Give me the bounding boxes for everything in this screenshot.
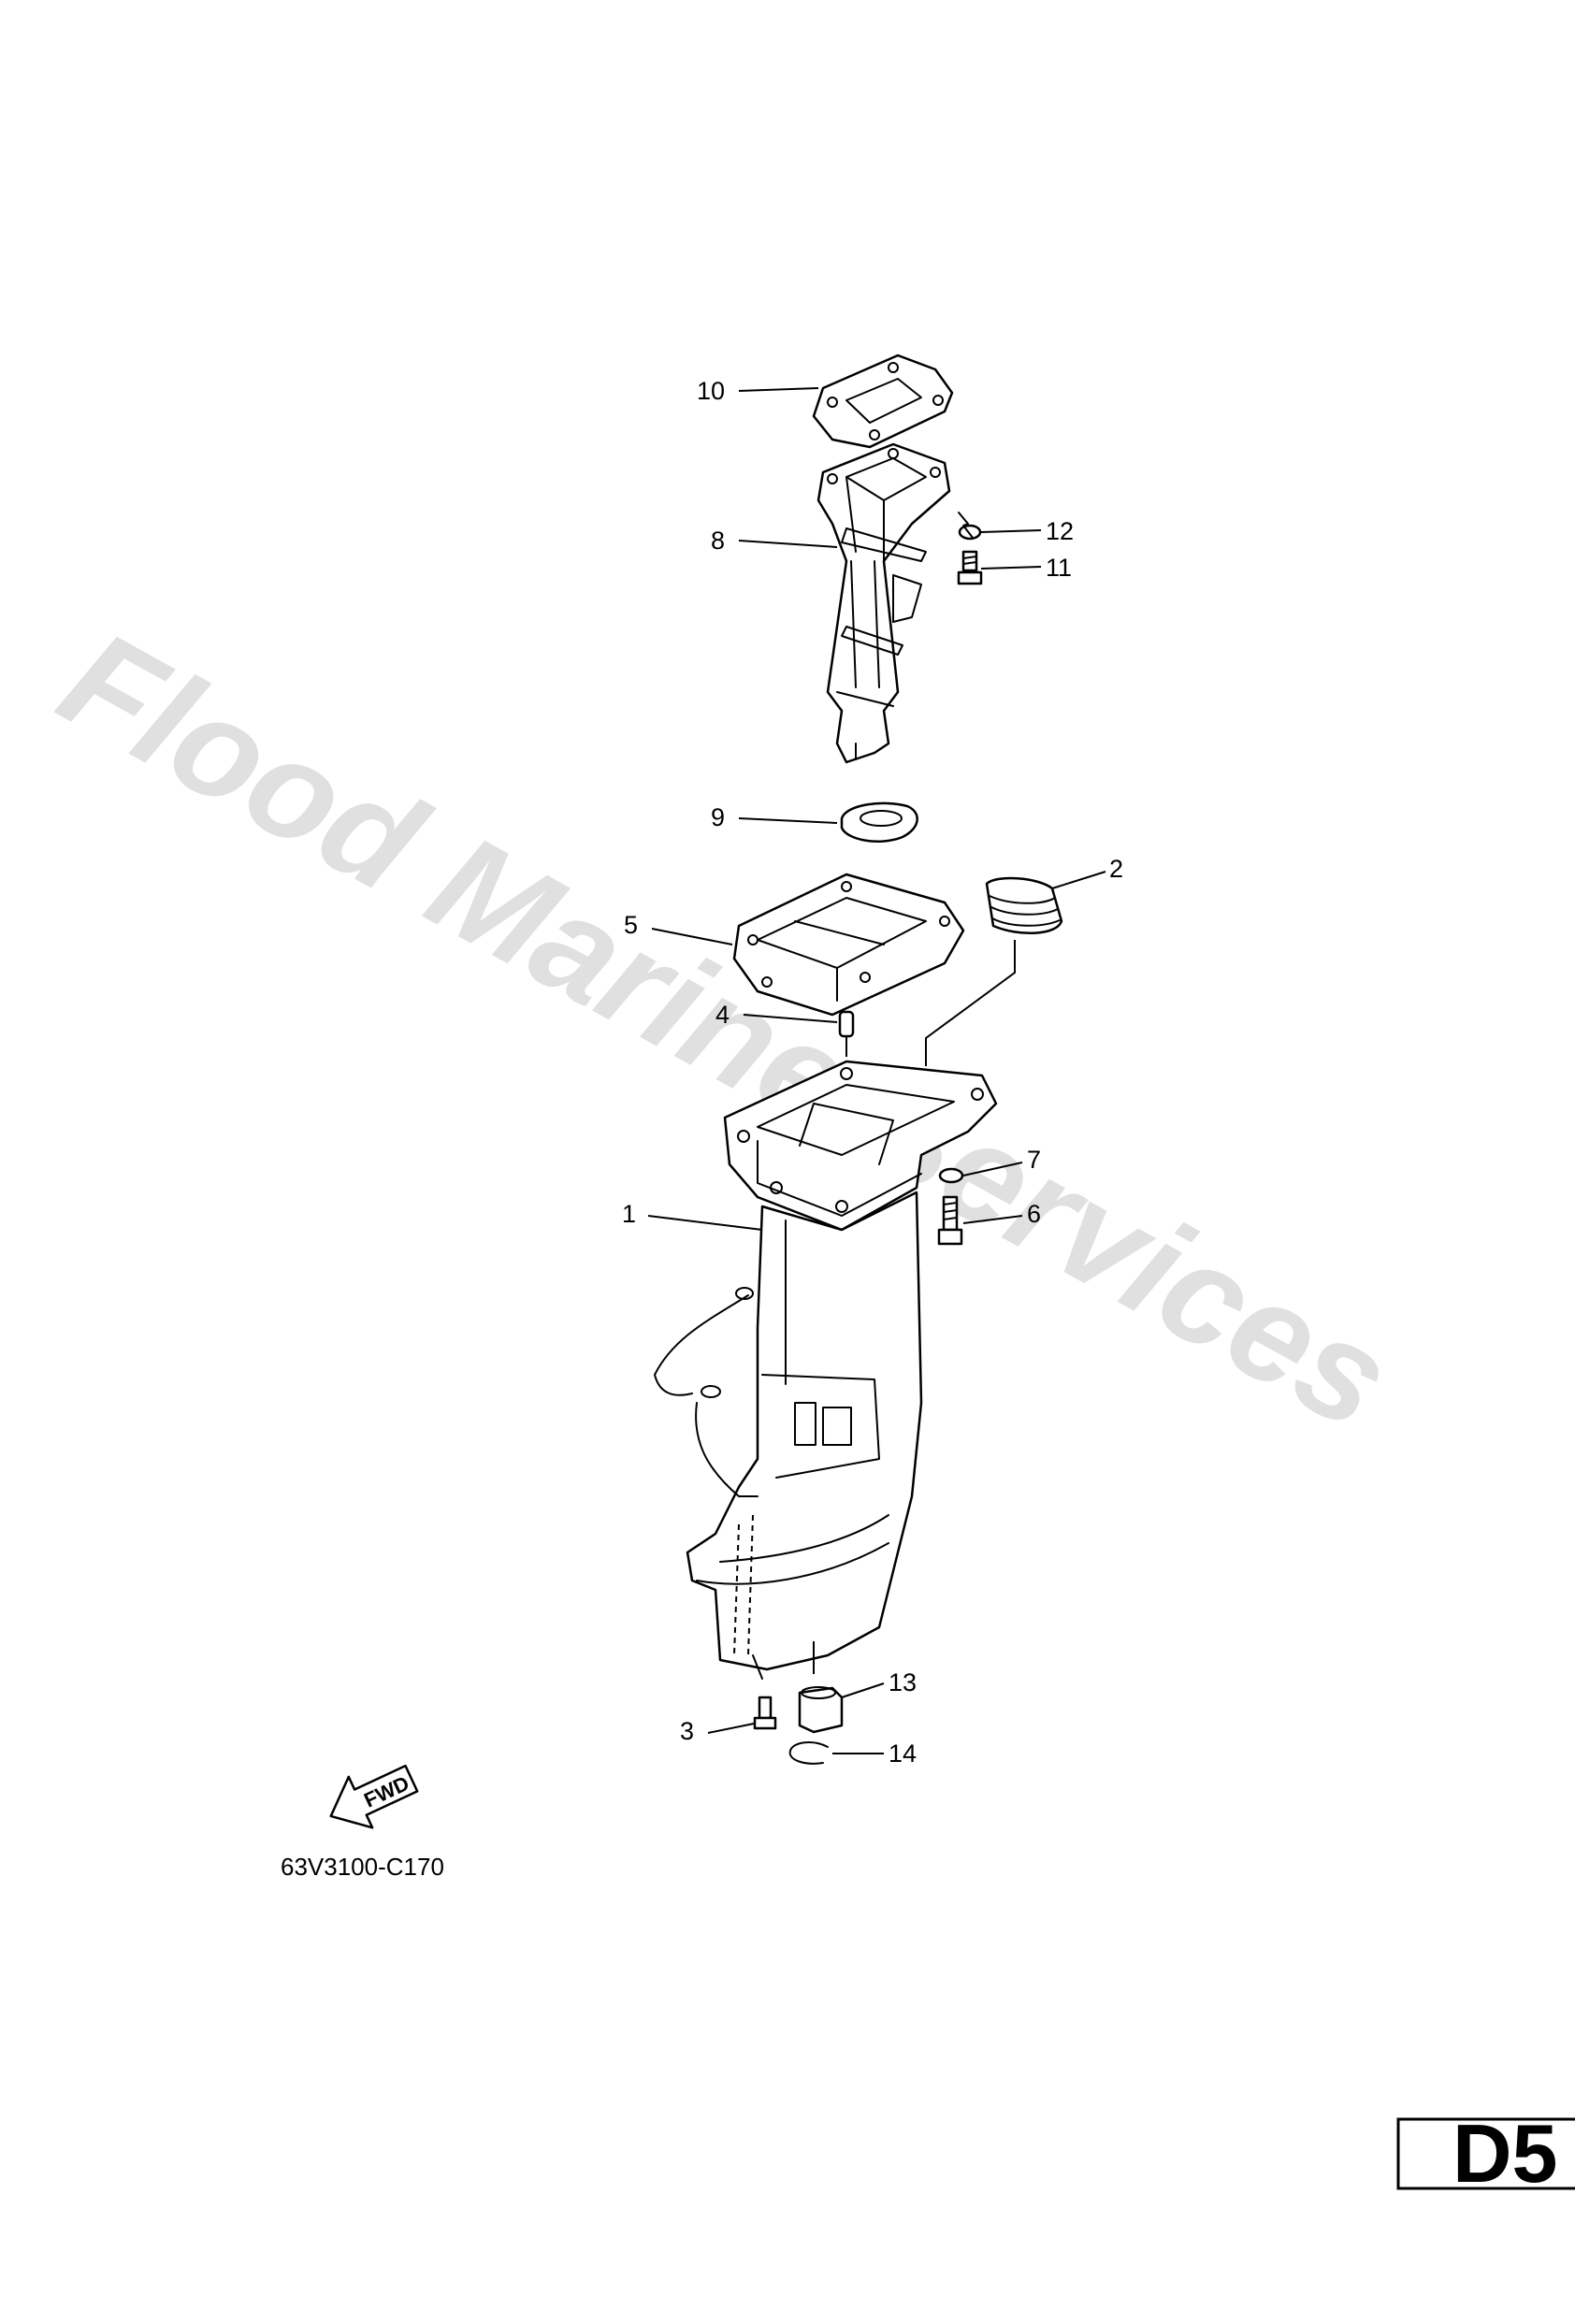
svg-text:5: 5 (624, 911, 638, 939)
callout-3: 3 (680, 1717, 755, 1745)
part-3-screw (753, 1696, 777, 1730)
callout-14: 14 (832, 1739, 917, 1768)
svg-text:12: 12 (1046, 517, 1074, 545)
callout-5: 5 (624, 911, 733, 945)
callout-2: 2 (925, 855, 1123, 1066)
part-14-circlip (788, 1741, 829, 1765)
part-12-washer (958, 512, 982, 541)
part-4-dowel-pin (838, 1010, 855, 1057)
svg-text:8: 8 (711, 527, 725, 555)
svg-text:14: 14 (889, 1739, 917, 1768)
part-8-exhaust-guide (816, 442, 951, 764)
svg-text:1: 1 (622, 1200, 636, 1228)
callout-9: 9 (711, 803, 838, 831)
svg-text:7: 7 (1027, 1146, 1041, 1174)
part-6-bolt (937, 1195, 963, 1246)
callout-7: 7 (962, 1146, 1041, 1176)
part-1-upper-casing (654, 1060, 998, 1680)
watermark-text: Flood Marine Services (36, 599, 1415, 1459)
part-9-seal (840, 801, 918, 843)
callout-1: 1 (622, 1200, 763, 1231)
part-7-washer (938, 1167, 964, 1184)
part-5-gasket (732, 873, 965, 1017)
callout-8: 8 (711, 527, 838, 555)
svg-text:13: 13 (889, 1668, 917, 1696)
svg-text:6: 6 (1027, 1200, 1041, 1228)
part-10-gasket (812, 354, 954, 449)
callout-6: 6 (962, 1200, 1041, 1228)
svg-text:3: 3 (680, 1717, 694, 1745)
callout-4: 4 (715, 1001, 838, 1029)
sheet-id-box: D5 (1396, 2107, 1575, 2200)
callout-12: 12 (980, 517, 1074, 545)
part-2-grommet (985, 876, 1063, 934)
part-13-plug (798, 1641, 844, 1734)
svg-text:4: 4 (715, 1001, 730, 1029)
diagram-code: 63V3100-C170 (281, 1853, 444, 1881)
svg-text:11: 11 (1046, 554, 1072, 582)
svg-text:2: 2 (1109, 855, 1123, 883)
callout-13: 13 (841, 1668, 917, 1698)
callout-11: 11 (980, 554, 1072, 582)
sheet-id: D5 (1452, 2107, 1558, 2200)
callout-10: 10 (697, 377, 819, 405)
svg-text:9: 9 (711, 803, 725, 831)
fwd-arrow: FWD (329, 1764, 419, 1829)
part-11-bolt (957, 550, 983, 585)
svg-text:10: 10 (697, 377, 725, 405)
